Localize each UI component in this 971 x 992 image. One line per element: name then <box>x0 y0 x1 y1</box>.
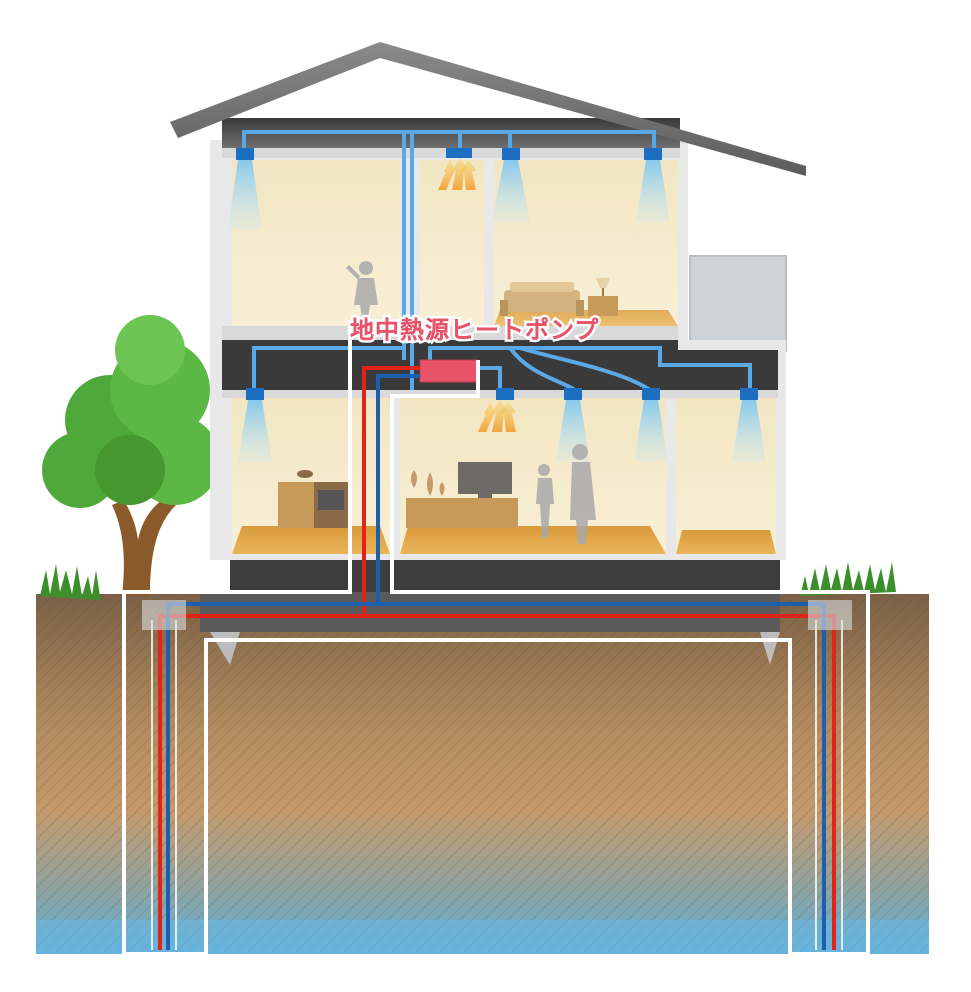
cold-air-cone-icon <box>228 160 766 462</box>
tree-icon <box>42 315 220 596</box>
warm-air-arrows-icon <box>438 158 516 432</box>
house <box>170 42 806 665</box>
air-ducts <box>242 130 752 392</box>
heat-pump-label-outline: 地中熱源ヒートポンプ <box>347 314 600 347</box>
roof <box>170 42 806 176</box>
heat-pump-unit <box>419 359 479 383</box>
ground <box>36 594 929 954</box>
side-annex <box>690 256 786 351</box>
tv-icon <box>406 462 518 528</box>
borehole-icon <box>808 600 852 630</box>
lamp-icon <box>588 278 618 316</box>
person-icon <box>346 261 378 318</box>
heat-pump-label: 地中熱源ヒートポンプ <box>350 316 600 344</box>
borehole-icon <box>142 600 186 630</box>
bed-icon <box>500 282 584 316</box>
vent-outlets <box>236 148 758 400</box>
kitchen-icon <box>278 470 348 528</box>
grass <box>40 562 896 600</box>
callout-frames <box>122 328 870 956</box>
person-icon <box>536 444 596 544</box>
groundwater-layer <box>36 920 929 954</box>
